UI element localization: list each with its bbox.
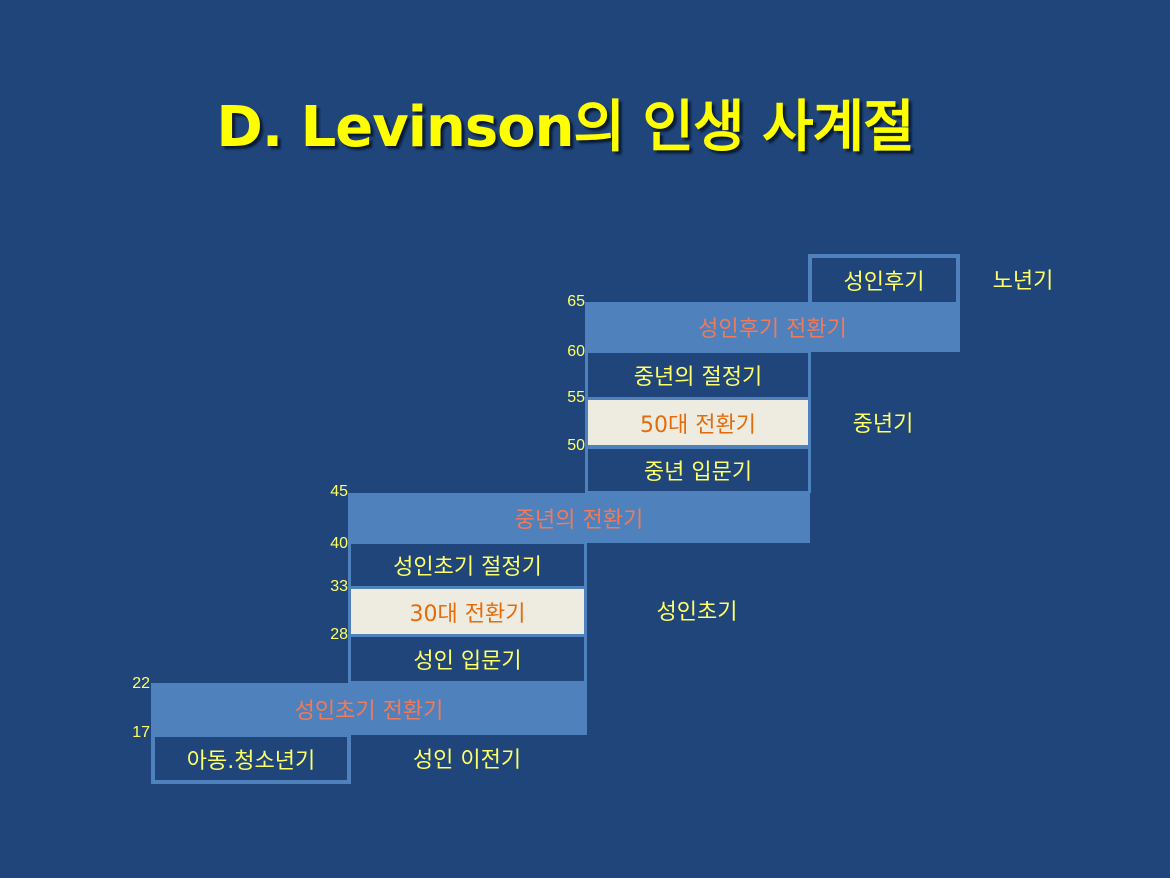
late-adult-transition-band: 성인후기 전환기 xyxy=(585,302,960,352)
late-adult-cell: 성인후기 xyxy=(812,258,956,302)
age-45: 45 xyxy=(330,483,348,500)
entering-middle-cell: 중년 입문기 xyxy=(588,449,808,491)
age-17: 17 xyxy=(132,724,150,741)
age-22: 22 xyxy=(132,675,150,692)
age50-transition-cell: 50대 전환기 xyxy=(588,400,808,445)
era-early-adult: 성인초기 xyxy=(656,600,738,625)
age-55: 55 xyxy=(567,389,585,406)
slide-title: D. Levinson의 인생 사계절 xyxy=(216,95,914,160)
age-50: 50 xyxy=(567,437,585,454)
age-33: 33 xyxy=(330,578,348,595)
era-middle-adult: 중년기 xyxy=(852,412,914,437)
age-40: 40 xyxy=(330,535,348,552)
era-pre-adult: 성인 이전기 xyxy=(412,748,522,773)
entering-adult-cell: 성인 입문기 xyxy=(351,637,584,681)
era-old-age: 노년기 xyxy=(992,269,1054,294)
early-adult-culmination-cell: 성인초기 절정기 xyxy=(351,544,584,586)
early-adult-transition-band: 성인초기 전환기 xyxy=(151,683,587,735)
age30-transition-cell: 30대 전환기 xyxy=(351,589,584,634)
midlife-transition-band: 중년의 전환기 xyxy=(348,493,810,543)
age-65: 65 xyxy=(567,293,585,310)
childhood-cell: 아동.청소년기 xyxy=(155,737,347,780)
middle-culmination-cell: 중년의 절정기 xyxy=(588,353,808,397)
age-28: 28 xyxy=(330,626,348,643)
age-60: 60 xyxy=(567,343,585,360)
